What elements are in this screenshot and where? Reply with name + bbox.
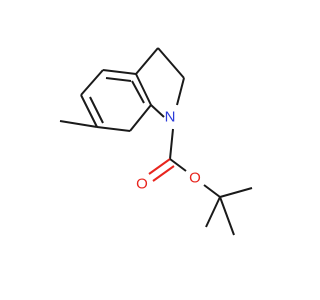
bond-c6-c7 xyxy=(96,126,131,132)
bond-n1-carbonyl xyxy=(169,128,174,160)
benzene-ring xyxy=(80,69,152,132)
bond-c5-c6-inner xyxy=(89,96,104,124)
bond-c3-c2 xyxy=(157,47,185,79)
bond-c3a-c3 xyxy=(135,47,159,75)
bond-c7a-c3a xyxy=(135,73,152,106)
bond-c7-c7a xyxy=(129,104,152,132)
carbonyl-oxygen-label: O xyxy=(136,176,148,193)
bond-c4-c5 xyxy=(80,69,104,96)
nitrogen-atom-label: N xyxy=(165,109,176,126)
boc-group xyxy=(148,128,253,236)
bond-c3a-c4 xyxy=(102,69,137,75)
bond-methyl xyxy=(59,120,98,128)
indoline-five-ring xyxy=(135,47,185,118)
structure-diagram: N O O xyxy=(59,47,253,236)
ester-oxygen-label: O xyxy=(189,170,201,187)
bond-tbu-ch3-bottom xyxy=(219,196,235,236)
bond-tbu-ch3-right xyxy=(219,187,253,198)
bond-c2-n1 xyxy=(176,77,185,106)
bond-carbonyl-ester xyxy=(169,158,187,172)
bond-tbu-ch3-left xyxy=(205,196,221,228)
bond-c4-c4-inner xyxy=(105,77,132,82)
bond-carbonyl-double-a xyxy=(148,158,171,175)
bond-c7a-c3a-inner xyxy=(131,80,145,104)
bond-ester-tbu xyxy=(203,184,221,198)
bond-n1-c7a xyxy=(150,104,165,118)
bond-c5-c6 xyxy=(80,94,98,128)
bond-carbonyl-double-b xyxy=(152,165,175,182)
